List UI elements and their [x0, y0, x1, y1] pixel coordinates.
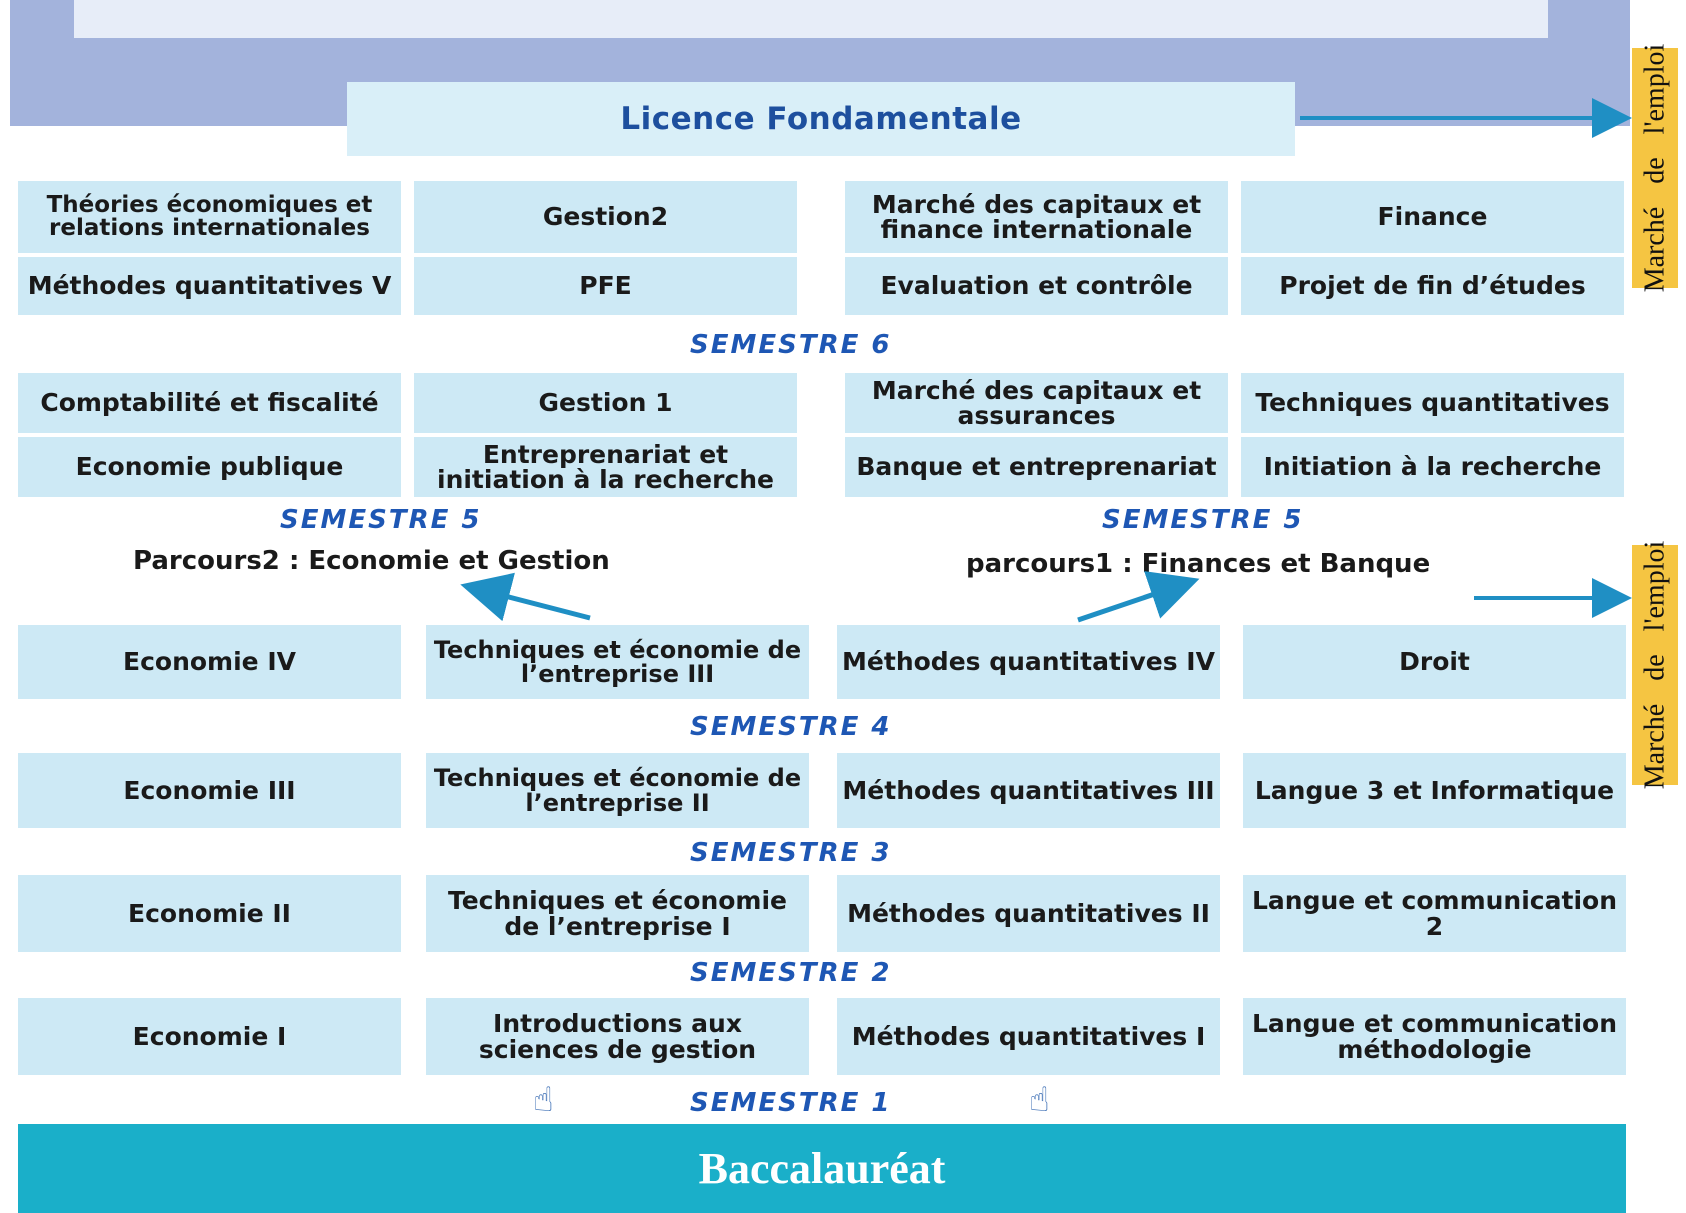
semester-5-right-label: SEMESTRE 5 [1102, 505, 1304, 535]
course-cell: Projet de fin d’études [1241, 257, 1624, 315]
course-cell: Marché des capitaux et assurances [845, 373, 1228, 433]
top-bar [74, 0, 1548, 38]
course-cell: Langue et communication 2 [1243, 875, 1626, 952]
course-cell: Marché des capitaux et finance internati… [845, 181, 1228, 253]
course-cell: Méthodes quantitatives IV [837, 625, 1220, 699]
course-cell: Théories économiques et relations intern… [18, 181, 401, 253]
course-cell: Economie I [18, 998, 401, 1075]
course-cell: Initiation à la recherche [1241, 437, 1624, 497]
semester-1-label: SEMESTRE 1 [690, 1088, 892, 1118]
course-cell: Langue 3 et Informatique [1243, 753, 1626, 828]
course-cell: Techniques et économie de l’entreprise I [426, 875, 809, 952]
course-cell: Droit [1243, 625, 1626, 699]
course-cell: Techniques et économie de l’entreprise I… [426, 753, 809, 828]
arrow-to-parcours2 [460, 572, 591, 622]
semester-4-label: SEMESTRE 4 [690, 712, 892, 742]
course-cell: Economie IV [18, 625, 401, 699]
course-cell: Méthodes quantitatives III [837, 753, 1220, 828]
pointing-hand-icon: ☝ [533, 1080, 554, 1120]
arrow-to-parcours1 [1077, 571, 1200, 623]
side-label-emploi-top: Marché de l'emploi [1632, 44, 1678, 292]
course-cell: Techniques quantitatives [1241, 373, 1624, 433]
course-cell: Méthodes quantitatives II [837, 875, 1220, 952]
course-cell: Economie III [18, 753, 401, 828]
semester-6-label: SEMESTRE 6 [690, 330, 892, 360]
semester-3-label: SEMESTRE 3 [690, 838, 892, 868]
course-cell: Langue et communication méthodologie [1243, 998, 1626, 1075]
course-cell: Evaluation et contrôle [845, 257, 1228, 315]
course-cell: Techniques et économie de l’entreprise I… [426, 625, 809, 699]
course-cell: Gestion 1 [414, 373, 797, 433]
course-cell: Economie publique [18, 437, 401, 497]
pointing-hand-icon: ☝ [1029, 1080, 1050, 1120]
course-cell: Méthodes quantitatives I [837, 998, 1220, 1075]
course-cell: PFE [414, 257, 797, 315]
semester-5-left-label: SEMESTRE 5 [280, 505, 482, 535]
course-cell: Comptabilité et fiscalité [18, 373, 401, 433]
side-label-emploi-bottom: Marché de l'emploi [1632, 541, 1678, 789]
course-cell: Introductions aux sciences de gestion [426, 998, 809, 1075]
baccalaureat-banner: Baccalauréat [18, 1124, 1626, 1213]
course-cell: Entreprenariat et initiation à la recher… [414, 437, 797, 497]
course-cell: Banque et entreprenariat [845, 437, 1228, 497]
parcours-economie-gestion: Parcours2 : Economie et Gestion [133, 546, 610, 576]
semester-2-label: SEMESTRE 2 [690, 958, 892, 988]
course-cell: Economie II [18, 875, 401, 952]
licence-title: Licence Fondamentale [347, 82, 1295, 156]
course-cell: Méthodes quantitatives V [18, 257, 401, 315]
course-cell: Finance [1241, 181, 1624, 253]
course-cell: Gestion2 [414, 181, 797, 253]
